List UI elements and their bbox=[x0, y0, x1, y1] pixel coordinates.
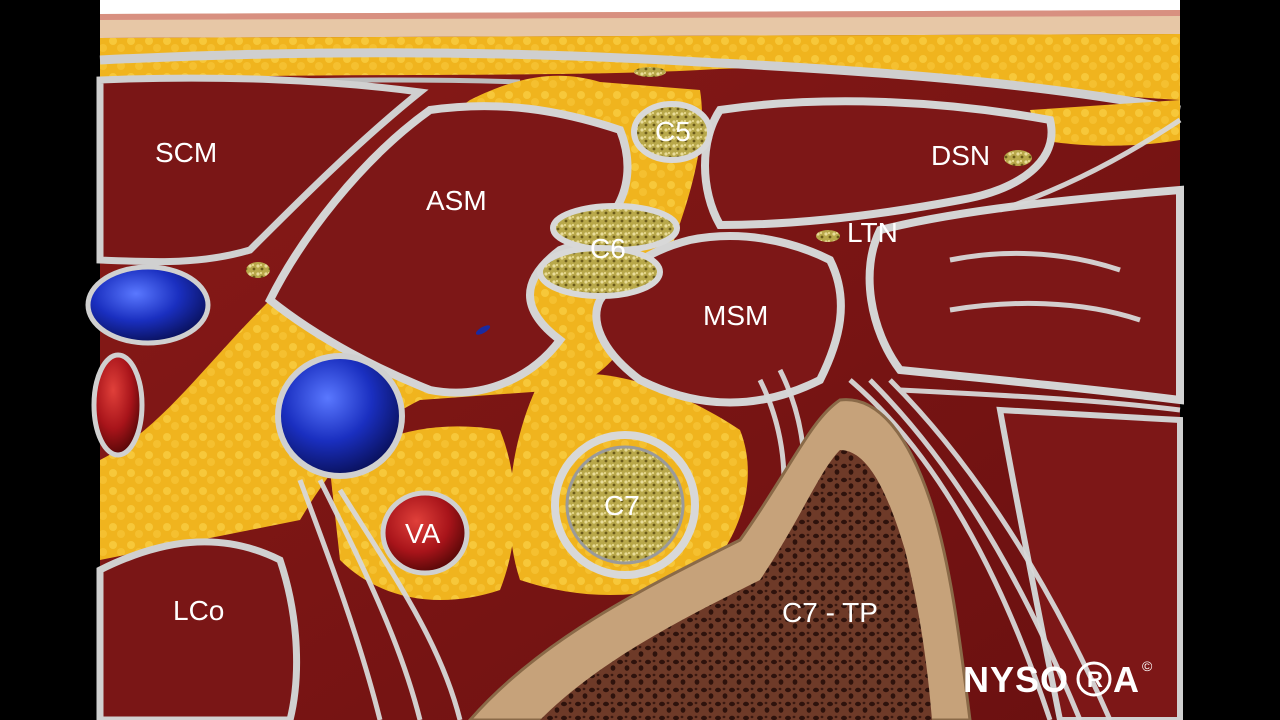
long-thoracic-nerve bbox=[816, 230, 840, 242]
dorsal-scapular-nerve bbox=[1004, 150, 1032, 166]
label-c7-tp: C7 - TP bbox=[782, 597, 878, 628]
vertebral-artery bbox=[380, 490, 470, 576]
label-lco: LCo bbox=[173, 595, 224, 626]
internal-jugular-vein bbox=[85, 264, 211, 346]
c7-transverse-process-marrow bbox=[540, 450, 932, 720]
c7-nerve-root bbox=[565, 445, 685, 565]
label-c5: C5 bbox=[655, 116, 691, 147]
top-white-strip bbox=[100, 0, 1180, 14]
superficial-fascia bbox=[99, 48, 1181, 115]
c7-nerve-sheath bbox=[551, 431, 699, 579]
posterior-muscle-right bbox=[865, 185, 1184, 405]
logo-ring bbox=[1076, 661, 1112, 697]
label-asm: ASM bbox=[426, 185, 487, 216]
carotid-artery bbox=[91, 352, 145, 458]
logo-copyright: © bbox=[1142, 658, 1153, 674]
label-scm: SCM bbox=[155, 137, 217, 168]
logo-ring-letter: R bbox=[1087, 667, 1103, 692]
nysora-logo: NYSO R A © bbox=[963, 658, 1153, 700]
c5-nerve-root bbox=[631, 101, 713, 163]
logo-text-pre: NYSO bbox=[963, 659, 1069, 700]
scm-muscle bbox=[96, 74, 429, 266]
vein-round bbox=[275, 353, 405, 479]
c6-nerve-root-lower bbox=[537, 245, 663, 299]
label-dsn: DSN bbox=[931, 140, 990, 171]
logo-text-post: A bbox=[1113, 659, 1140, 700]
label-c6: C6 bbox=[590, 233, 626, 264]
longus-colli-muscle bbox=[96, 538, 301, 720]
label-c7: C7 bbox=[604, 490, 640, 521]
label-msm: MSM bbox=[703, 300, 768, 331]
fascial-fibers bbox=[297, 117, 1182, 720]
label-ltn: LTN bbox=[847, 217, 898, 248]
label-va: VA bbox=[405, 518, 441, 549]
posterior-muscle-upper bbox=[701, 97, 1056, 230]
anterior-scalene-muscle bbox=[264, 102, 632, 397]
